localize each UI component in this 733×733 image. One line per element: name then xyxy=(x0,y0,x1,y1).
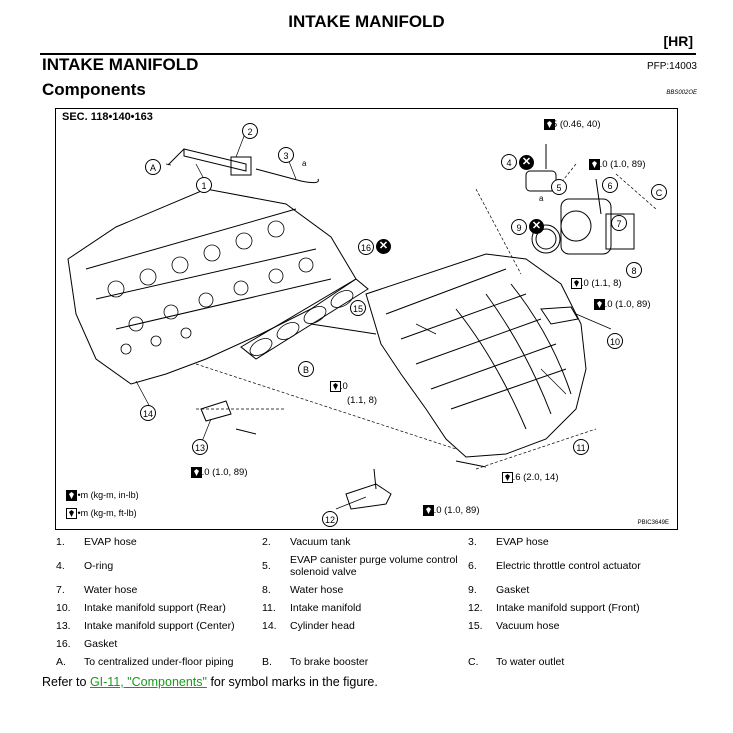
pfp-code: PFP:14003 xyxy=(646,61,697,72)
torque-spec-5: 11.0 xyxy=(330,381,348,392)
legend-row: 1.EVAP hose 2.Vacuum tank 3.EVAP hose xyxy=(56,536,549,548)
no-reuse-icon-4: ✕ xyxy=(519,155,534,170)
note-suffix: for symbol marks in the figure. xyxy=(206,675,378,689)
legend-row: 10.Intake manifold support (Rear) 11.Int… xyxy=(56,602,640,614)
gasket-16 xyxy=(240,278,369,360)
torque-spec-3: 11.0 (1.1, 8) xyxy=(571,278,622,289)
callout-12: 12 xyxy=(322,511,338,527)
intake-manifold xyxy=(365,253,587,458)
support-12 xyxy=(345,483,392,510)
legend-row: 16.Gasket xyxy=(56,638,118,650)
torque-inlb-icon xyxy=(544,119,555,130)
cylinder-head xyxy=(67,188,357,385)
exploded-view-drawing xyxy=(67,130,657,510)
torque-spec-1: 4.5 (0.46, 40) xyxy=(544,119,601,130)
torque-spec-2: 10.0 (1.0, 89) xyxy=(589,159,646,170)
page-title: INTAKE MANIFOLD xyxy=(288,12,445,31)
callout-13: 13 xyxy=(192,439,208,455)
legend-row: 7.Water hose 8.Water hose 9.Gasket xyxy=(56,584,530,596)
note-prefix: Refer to xyxy=(42,675,90,689)
torque-value: 10.0 (1.0, 89) xyxy=(589,159,646,170)
torque-value: 4.5 (0.46, 40) xyxy=(544,119,601,130)
torque-spec-7: 19.6 (2.0, 14) xyxy=(502,472,559,483)
gi-11-components-link[interactable]: GI-11, "Components" xyxy=(89,675,207,689)
support-10 xyxy=(540,306,579,325)
torque-value: 10.0 (1.0, 89) xyxy=(191,467,248,478)
legend-inlb: : N•m (kg-m, in-lb) xyxy=(66,490,139,501)
torque-inlb-icon xyxy=(589,159,600,170)
engine-tag: [HR] xyxy=(663,33,693,49)
callout-5: 5 xyxy=(551,179,567,195)
section-title: INTAKE MANIFOLD xyxy=(42,55,199,74)
callout-8: 8 xyxy=(626,262,642,278)
callout-7: 7 xyxy=(611,215,627,231)
callout-16: 16 xyxy=(358,239,374,255)
legend-inlb-label: : N•m (kg-m, in-lb) xyxy=(66,490,139,500)
torque-value: 10.0 (1.0, 89) xyxy=(594,299,651,310)
support-13 xyxy=(200,400,232,422)
torque-ftlb-icon xyxy=(330,381,341,392)
figure-code: PBIC3649E xyxy=(637,520,669,526)
components-figure: SEC. 118•140•163 1 2 3 a A 4 ✕ 5 a 6 7 C… xyxy=(55,108,678,530)
torque-inlb-icon xyxy=(594,299,605,310)
legend-row: 13.Intake manifold support (Center) 14.C… xyxy=(56,620,560,632)
torque-spec-8: 10.0 (1.0, 89) xyxy=(423,505,480,516)
section-label: SEC. 118•140•163 xyxy=(62,111,153,123)
callout-9: 9 xyxy=(511,219,527,235)
torque-inlb-icon xyxy=(66,490,77,501)
legend-ftlb: : N•m (kg-m, ft-lb) xyxy=(66,508,137,519)
torque-value: 10.0 (1.0, 89) xyxy=(423,505,480,516)
callout-B: B xyxy=(298,361,314,377)
torque-value: 19.6 (2.0, 14) xyxy=(502,472,559,483)
subsection-title: Components xyxy=(42,80,146,99)
torque-ftlb-icon xyxy=(502,472,513,483)
callout-A: A xyxy=(145,159,161,175)
legend-row: A.To centralized under-floor piping B.To… xyxy=(56,656,565,668)
mark-a-right: a xyxy=(539,194,544,203)
torque-spec-6: 10.0 (1.0, 89) xyxy=(191,467,248,478)
legend-ftlb-label: : N•m (kg-m, ft-lb) xyxy=(66,508,137,518)
torque-spec-4: 10.0 (1.0, 89) xyxy=(594,299,651,310)
callout-C: C xyxy=(651,184,667,200)
torque-ftlb-icon xyxy=(571,278,582,289)
callout-1: 1 xyxy=(196,177,212,193)
torque-inlb-icon xyxy=(191,467,202,478)
torque-ftlb-icon xyxy=(66,508,77,519)
no-reuse-icon-9: ✕ xyxy=(529,219,544,234)
callout-4: 4 xyxy=(501,154,517,170)
callout-15: 15 xyxy=(350,300,366,316)
throttle-body xyxy=(560,198,612,255)
no-reuse-icon-16: ✕ xyxy=(376,239,391,254)
callout-10: 10 xyxy=(607,333,623,349)
torque-spec-5-detail: (1.1, 8) xyxy=(347,395,378,406)
callout-14: 14 xyxy=(140,405,156,421)
torque-inlb-icon xyxy=(423,505,434,516)
header-rule xyxy=(40,53,696,55)
mark-a-left: a xyxy=(302,159,307,168)
torque-value: 11.0 (1.1, 8) xyxy=(571,278,622,289)
callout-3: 3 xyxy=(278,147,294,163)
parts-legend: 1.EVAP hose 2.Vacuum tank 3.EVAP hose 4.… xyxy=(56,533,686,671)
doc-code: BBS002OE xyxy=(666,90,697,96)
callout-6: 6 xyxy=(602,177,618,193)
symbol-reference-note: Refer to GI-11, "Components" for symbol … xyxy=(42,675,378,689)
legend-row: 4.O-ring 5.EVAP canister purge volume co… xyxy=(56,554,641,578)
callout-11: 11 xyxy=(573,439,589,455)
callout-2: 2 xyxy=(242,123,258,139)
